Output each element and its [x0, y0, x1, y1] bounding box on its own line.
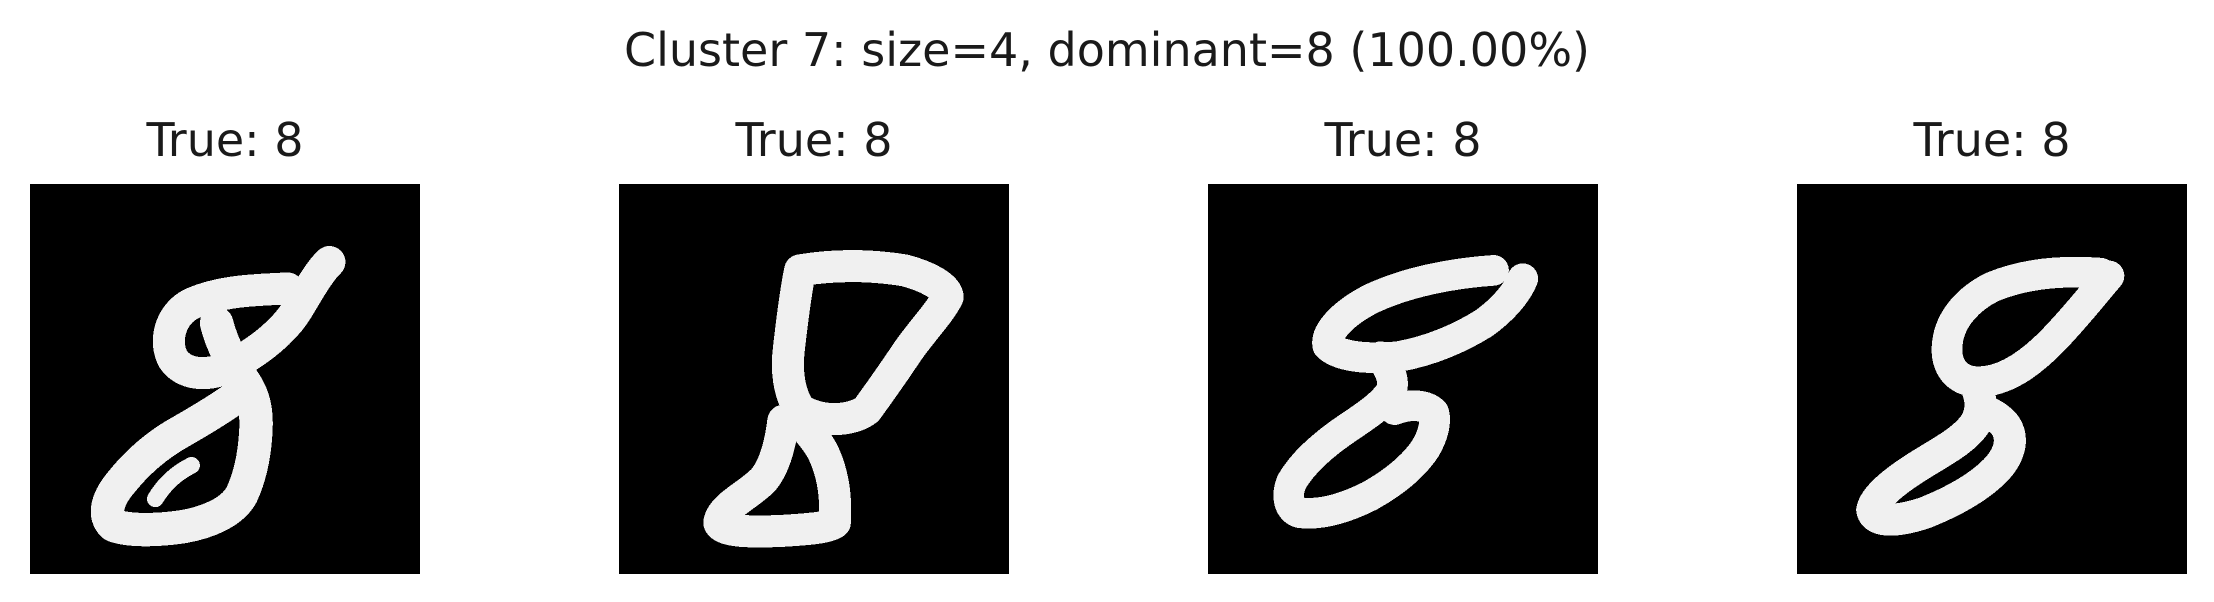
digit-image-1	[30, 184, 420, 574]
panel-title-3: True: 8	[1324, 113, 1482, 167]
digit-image-2	[619, 184, 1009, 574]
digit-8-handwritten-2	[619, 184, 1009, 574]
sample-panel-4: True: 8	[1797, 112, 2187, 574]
sample-panel-2: True: 8	[619, 112, 1009, 574]
digit-image-4	[1797, 184, 2187, 574]
digit-8-handwritten-1	[30, 184, 420, 574]
panel-title-2: True: 8	[735, 113, 893, 167]
digit-8-handwritten-3	[1208, 184, 1598, 574]
panel-title-4: True: 8	[1913, 113, 2071, 167]
figure-title: Cluster 7: size=4, dominant=8 (100.00%)	[624, 23, 1590, 77]
digit-image-3	[1208, 184, 1598, 574]
digit-8-handwritten-4	[1797, 184, 2187, 574]
sample-panel-1: True: 8	[30, 112, 420, 574]
panel-title-1: True: 8	[146, 113, 304, 167]
sample-panel-3: True: 8	[1208, 112, 1598, 574]
